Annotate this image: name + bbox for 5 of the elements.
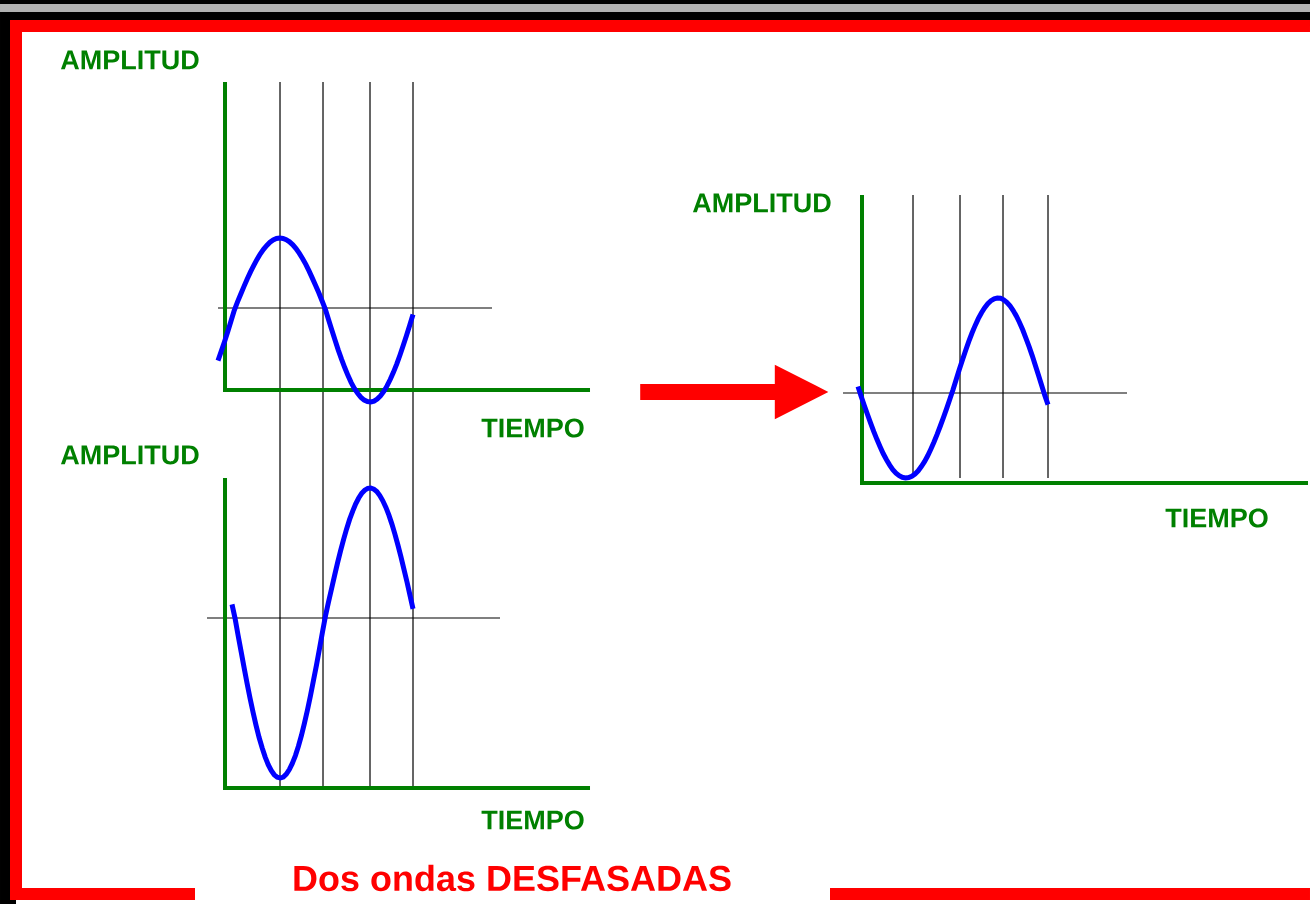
axis-label: TIEMPO <box>481 418 584 438</box>
wave-graph-drawing <box>842 194 1308 485</box>
caption: Dos ondas DESFASADAS <box>294 864 731 892</box>
wave-graph-drawing <box>206 80 592 790</box>
axis-label: AMPLITUD <box>60 50 199 70</box>
